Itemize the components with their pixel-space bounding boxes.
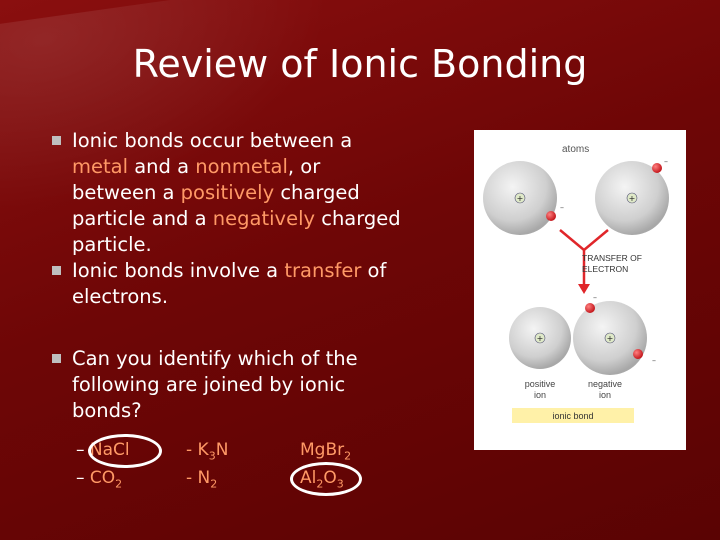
arrow-head-icon	[578, 284, 590, 294]
electron	[633, 349, 643, 359]
bullet-text: Ionic bonds occur between a	[72, 129, 353, 152]
electron	[585, 303, 595, 313]
highlight-transfer: transfer	[284, 259, 362, 282]
compound-text: - K3N	[186, 440, 229, 463]
bullet-text: following are joined by ionic	[72, 373, 346, 396]
subscript: 2	[210, 477, 218, 491]
bullet-item-1: Ionic bonds occur between a metal and a …	[52, 128, 452, 258]
compound-part: MgBr	[300, 440, 345, 460]
negative-ion-label: negative	[588, 379, 622, 389]
bullet-text: particle and a	[72, 207, 213, 230]
highlight-positively: positively	[180, 181, 275, 204]
bullet-text: bonds?	[72, 399, 142, 422]
compound-part: - N	[186, 468, 211, 488]
minus-sign: –	[593, 293, 597, 302]
electron	[546, 211, 556, 221]
atoms-label: atoms	[562, 144, 589, 155]
bullet-item-2: Ionic bonds involve a transfer of electr…	[52, 258, 452, 310]
compound-text: - N2	[186, 468, 218, 491]
dash: –	[76, 440, 85, 460]
minus-sign: –	[560, 203, 564, 212]
electron	[652, 163, 662, 173]
ionic-bond-diagram: atoms + – + – TRANSFER OF ELECTRON +	[483, 144, 669, 423]
compound-text: CO2	[89, 468, 123, 491]
answer-circle	[290, 462, 362, 496]
plus-sign: +	[537, 334, 544, 343]
answer-circle	[88, 434, 162, 468]
bullet-text: of	[361, 259, 387, 282]
bullet-text: charged	[274, 181, 360, 204]
transfer-label: TRANSFER OF	[582, 253, 642, 263]
nucleus	[626, 192, 638, 204]
subscript: 2	[344, 449, 352, 463]
bullet-text: charged	[315, 207, 401, 230]
ionic-bond-label: ionic bond	[552, 411, 593, 421]
compound-co2: – CO2	[76, 466, 122, 496]
nucleus	[604, 332, 616, 344]
bullet-square-icon	[52, 266, 61, 275]
plus-sign: +	[629, 194, 636, 203]
compound-text: MgBr2	[300, 440, 352, 463]
dash: –	[76, 468, 85, 488]
bullet-item-3: Can you identify which of the following …	[52, 346, 452, 424]
positive-ion-label: positive	[525, 379, 556, 389]
compound-k3n: - K3N	[186, 438, 228, 468]
positive-ion-label: ion	[534, 390, 546, 400]
transfer-label: ELECTRON	[582, 264, 628, 274]
compound-part: N	[215, 440, 229, 460]
bullet-text: particle.	[72, 233, 152, 256]
bullet-square-icon	[52, 354, 61, 363]
transfer-arrow-icon	[559, 229, 609, 252]
spacer	[52, 310, 452, 346]
subscript: 3	[208, 449, 216, 463]
nucleus	[534, 332, 546, 344]
plus-sign: +	[517, 194, 524, 203]
bullet-list: Ionic bonds occur between a metal and a …	[52, 128, 452, 424]
subscript: 2	[115, 477, 123, 491]
highlight-nonmetal: nonmetal	[195, 155, 288, 178]
bullet-text: Ionic bonds involve a	[72, 259, 285, 282]
minus-sign: –	[652, 356, 656, 365]
bullet-text: and a	[128, 155, 196, 178]
bullet-text: electrons.	[72, 285, 169, 308]
bullet-square-icon	[52, 136, 61, 145]
ionic-bond-bar	[512, 408, 634, 423]
compound-part: CO	[89, 468, 116, 488]
compound-part: - K	[186, 440, 209, 460]
bullet-text: between a	[72, 181, 181, 204]
highlight-metal: metal	[72, 155, 129, 178]
bullet-text: Can you identify which of the	[72, 347, 358, 370]
slide-title: Review of Ionic Bonding	[132, 42, 588, 86]
nucleus	[514, 192, 526, 204]
compound-n2: - N2	[186, 466, 217, 496]
compound-mgbr2: MgBr2	[300, 438, 351, 468]
negative-ion-label: ion	[599, 390, 611, 400]
ionic-bond-figure: atoms + – + – TRANSFER OF ELECTRON +	[474, 130, 686, 450]
minus-sign: –	[664, 157, 668, 166]
plus-sign: +	[607, 334, 614, 343]
bullet-text: , or	[287, 155, 321, 178]
highlight-negatively: negatively	[212, 207, 316, 230]
